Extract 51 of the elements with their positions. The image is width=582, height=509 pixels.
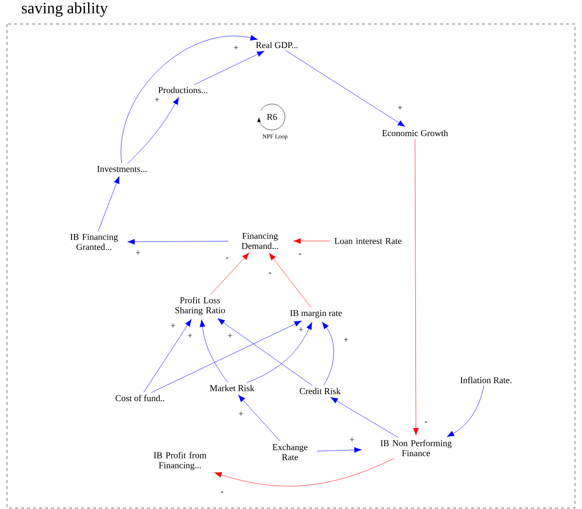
- arrow: [194, 50, 264, 85]
- arrow: [144, 319, 192, 392]
- polarity-sign: +: [136, 250, 140, 255]
- variable-label: Financing Demand...: [242, 232, 278, 250]
- variable-label: IB margin rate: [290, 310, 342, 318]
- arrow: [127, 97, 180, 164]
- variable-label: Inflation Rate.: [460, 376, 512, 384]
- arrow: [246, 322, 312, 383]
- arrow: [210, 252, 250, 295]
- polarity-sign: +: [238, 411, 244, 416]
- arrow: [269, 252, 312, 308]
- polarity-sign: +: [228, 333, 232, 338]
- variable-label: IB Financing Granted...: [70, 234, 118, 250]
- variable-label: Credit Risk: [300, 388, 341, 394]
- polarity-sign: +: [154, 97, 160, 102]
- variable-label: Productions...: [158, 86, 208, 94]
- arrow: [127, 238, 228, 245]
- arrow: [316, 447, 362, 453]
- variable-label: Investments...: [97, 166, 147, 172]
- polarity-sign: -: [268, 272, 272, 274]
- arrow: [293, 238, 330, 244]
- arrow: [217, 318, 313, 386]
- polarity-sign: +: [398, 105, 402, 110]
- arrow: [446, 386, 484, 437]
- arrow: [151, 320, 302, 393]
- arrow: [98, 176, 120, 232]
- variable-label: Profit Loss Sharing Ratio: [175, 296, 225, 316]
- variable-label: Economic Growth: [382, 130, 448, 136]
- arrow: [330, 397, 399, 438]
- arrow: [200, 319, 228, 383]
- polarity-sign: +: [234, 45, 238, 50]
- variable-label: Exchange Rate: [272, 444, 308, 460]
- variable-label: IB Non Performing Finance: [380, 440, 452, 456]
- arrow: [214, 458, 394, 486]
- polarity-sign: +: [298, 327, 304, 332]
- arrow: [238, 394, 281, 442]
- variable-label: Cost of fund..: [116, 394, 164, 402]
- arrow: [413, 138, 419, 436]
- arrow: [285, 50, 406, 127]
- polarity-sign: +: [188, 333, 192, 338]
- variable-label: IB Profit from Financing...: [154, 452, 206, 470]
- variable-label: Real GDP...: [256, 42, 298, 48]
- polarity-sign: +: [344, 337, 348, 342]
- variable-label: Market Risk: [210, 384, 254, 392]
- arrow: [322, 322, 334, 386]
- title-text: saving ability: [22, 2, 108, 17]
- arrow: [120, 35, 258, 164]
- polarity-sign: +: [170, 323, 176, 328]
- variable-label: Loan interest Rate: [334, 238, 402, 244]
- loop-label: R6: [267, 114, 277, 120]
- polarity-sign: +: [350, 437, 354, 442]
